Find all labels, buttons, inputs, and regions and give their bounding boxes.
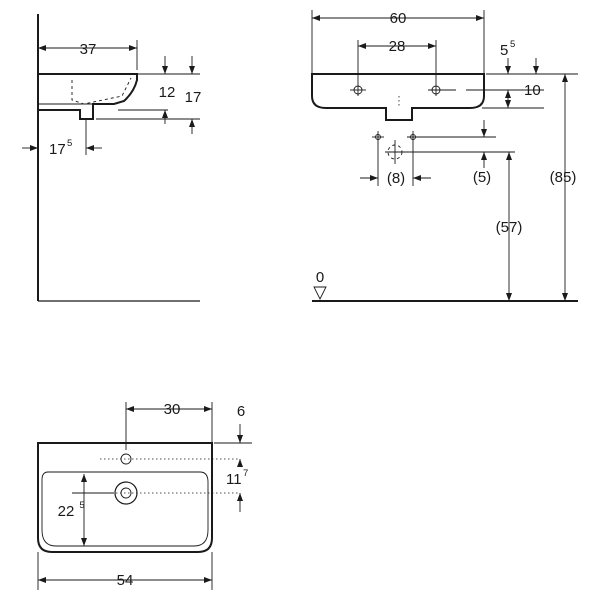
floor-level-symbol	[313, 286, 327, 301]
side-view: 37 12 17 17 5	[22, 14, 202, 302]
dim-57-label: (57)	[496, 219, 523, 236]
side-basin-profile	[38, 73, 138, 120]
top-bowl-outline	[41, 471, 209, 547]
dim-85-label: (85)	[550, 169, 577, 186]
dim-12-label: 12	[159, 84, 176, 101]
dim-17-5-sup: 5	[67, 138, 72, 149]
dim-5-5-label: 5	[500, 42, 508, 59]
dim-8-label: (8)	[387, 170, 405, 187]
front-view: 0 60 28 5	[311, 10, 578, 302]
fixing-point-left	[372, 131, 384, 143]
dim-37-label: 37	[80, 41, 97, 58]
waste-point	[385, 140, 515, 164]
dim-6-label: 6	[237, 403, 245, 420]
floor-level-label: 0	[316, 269, 324, 286]
dim-11-7-sup: 7	[243, 468, 248, 479]
fixing-point-right	[407, 131, 496, 143]
dim-11-7-label: 11	[226, 471, 242, 488]
dim-17-label: 17	[185, 89, 202, 106]
dim-5-5-sup: 5	[510, 39, 515, 50]
dim-60-label: 60	[390, 10, 407, 27]
dim-10-label: 10	[524, 82, 541, 99]
dim-17-5-label: 17	[49, 141, 66, 158]
front-tap-hole-right	[428, 84, 456, 96]
top-tap-hole	[100, 453, 240, 465]
dim-28-label: 28	[389, 38, 406, 55]
top-basin-outline	[37, 442, 213, 553]
top-waste-outlet	[100, 481, 240, 505]
dim-30-label: 30	[164, 401, 181, 418]
dim-22-5-sup: 5	[79, 500, 84, 511]
side-bowl-inner	[71, 77, 132, 105]
dim-5-label: (5)	[473, 169, 491, 186]
dim-22-5-label: 22	[58, 503, 75, 520]
top-view: 30 6 11 7 22 5 54	[37, 401, 252, 590]
front-basin-outline	[311, 73, 485, 121]
dim-54-label: 54	[117, 572, 134, 589]
front-tap-hole-left	[350, 84, 366, 96]
